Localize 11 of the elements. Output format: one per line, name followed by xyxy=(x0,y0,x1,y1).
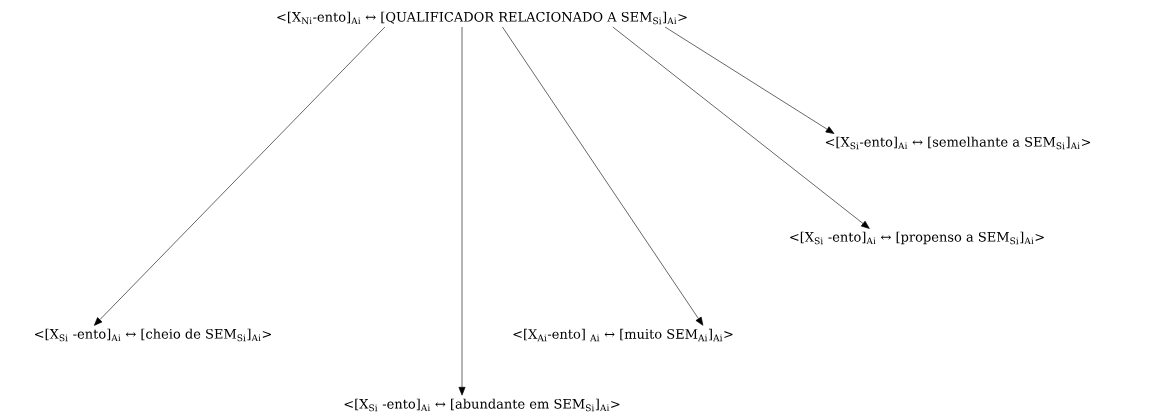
formula-text: <[X$_{Si}$ -ento]$_{Ai}$ ↔ [propenso a SEM$_{Si}$]$_{Ai}$> xyxy=(790,231,1044,245)
arrow xyxy=(458,26,466,396)
formula-text: <[X$_{Ai}$-ento] $_{Ai}$ ↔ [muito SEM$_{Ai}$]$_{Ai}$> xyxy=(513,328,733,342)
formula-text: <[X$_{Si}$ -ento]$_{Ai}$ ↔ [cheio de SEM$_{Si}$]$_{Ai}$> xyxy=(35,328,271,342)
arrow xyxy=(502,26,704,326)
formula-text: <[X$_{Ni}$-ento]$_{Ai}$ ↔ [QUALIFICADOR RELACIONADO A SEM$_{Si}$]$_{Ai}$> xyxy=(277,11,687,25)
formula-text: <[X$_{Si}$ -ento]$_{Ai}$ ↔ [abundante em SEM$_{Si}$]$_{Ai}$> xyxy=(344,398,620,412)
arrow xyxy=(612,26,870,229)
formula-text: <[X$_{Si}$-ento]$_{Ai}$ ↔ [semelhante a SEM$_{Si}$]$_{Ai}$> xyxy=(825,136,1091,150)
arrow xyxy=(94,26,386,326)
arrow xyxy=(664,26,835,134)
